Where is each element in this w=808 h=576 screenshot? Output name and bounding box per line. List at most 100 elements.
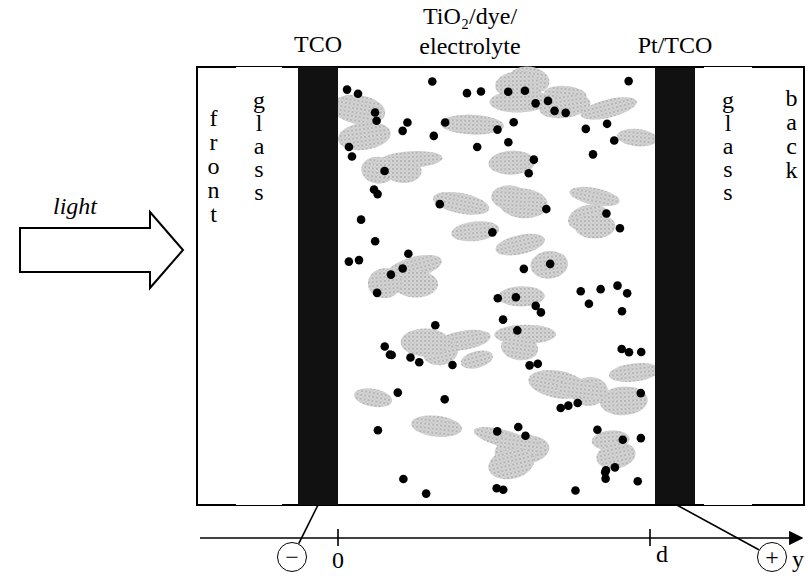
electrolyte-dot (534, 360, 543, 369)
electrolyte-dot (573, 399, 582, 408)
tio2-particle (490, 184, 530, 211)
tio2-particle (353, 386, 394, 410)
electrolyte-dot (493, 294, 502, 303)
layer-label: TiO₂/dye/ electrolyte (395, 1, 545, 61)
tio2-particle (400, 328, 450, 357)
tio2-particle (608, 361, 661, 385)
tio2-particle (410, 413, 463, 440)
light-label: light (53, 192, 97, 220)
electrolyte-dot (564, 401, 573, 410)
electrolyte-dot (637, 434, 646, 443)
electrolyte-dot (429, 132, 438, 141)
electrolyte-dot (602, 209, 611, 218)
electrolyte-dot (357, 215, 366, 224)
electrolyte-dot (618, 435, 627, 444)
axis-origin: 0 (332, 546, 344, 574)
electrolyte-dot (355, 256, 364, 265)
tio2-particle (450, 219, 500, 244)
tio2-particle (594, 439, 638, 472)
axis-tick (337, 529, 339, 546)
electrolyte-dot (373, 289, 382, 298)
electrolyte-dot (521, 431, 530, 440)
electrolyte-dot (441, 118, 450, 127)
tio2-particle (373, 156, 416, 179)
electrolyte-dot (371, 237, 380, 246)
tio2-particle (459, 347, 495, 372)
terminal-wire (299, 505, 318, 544)
tco-layer: TCO (298, 67, 338, 505)
tio2-particle (440, 113, 504, 135)
terminal-sign: − (285, 545, 299, 569)
electrolyte-dot (637, 348, 646, 357)
electrolyte-dot (463, 89, 472, 98)
tio2-particle (579, 93, 639, 125)
tio2-particle (547, 92, 585, 117)
tio2-particle (367, 267, 404, 300)
electrolyte-dot (512, 293, 521, 302)
layer-label: glass (252, 89, 267, 204)
electrolyte-dot (514, 423, 523, 432)
electrolyte-dot (428, 77, 437, 86)
electrolyte-dot (542, 205, 551, 214)
electrolyte-dot (530, 155, 539, 164)
electrolyte-dot (624, 77, 633, 86)
electrolyte-dot (493, 427, 502, 436)
electrolyte-dot (561, 109, 570, 118)
tio2-particle (431, 188, 491, 219)
side-label: back (784, 86, 799, 182)
electrolyte-dot (617, 345, 626, 354)
electrolyte-dot (546, 260, 555, 269)
electrolyte-dot (571, 486, 580, 495)
axis-name: y (792, 545, 804, 573)
tio2-particle (555, 378, 605, 401)
electrolyte-dot (611, 463, 620, 472)
electrolyte-dot (581, 125, 590, 134)
electrolyte-dot (415, 358, 424, 367)
electrolyte-dot (348, 152, 357, 161)
layer-label: glass (721, 89, 736, 204)
back-glass: glass (704, 67, 752, 505)
electrolyte-dot (520, 265, 529, 274)
electrolyte-dot (521, 86, 530, 95)
electrolyte-dot (404, 249, 413, 258)
tio2-particle (485, 444, 537, 483)
tio2-particle (495, 71, 541, 100)
electrolyte-dot (618, 307, 627, 316)
tio2-particle (529, 249, 569, 281)
electrolyte-dot (531, 99, 540, 108)
electrolyte-dot (399, 475, 408, 484)
electrolyte-dot (448, 361, 457, 370)
light-arrow (20, 212, 183, 288)
electrolyte-dot (576, 287, 585, 296)
y-axis (200, 537, 802, 539)
electrolyte-dot (354, 89, 363, 98)
layer-label: TCO (294, 30, 342, 58)
electrolyte-dot (550, 107, 559, 116)
electrolyte-dot (343, 85, 352, 94)
electrolyte-dot (544, 97, 553, 106)
tio2-particle (499, 333, 539, 362)
electrolyte-dot (387, 270, 396, 279)
electrolyte-dot (499, 315, 508, 324)
electrolyte-dot (537, 308, 546, 317)
front-glass: glass (236, 67, 282, 505)
electrolyte-dot (387, 351, 396, 360)
electrolyte-dot (488, 228, 497, 237)
electrolyte-dot (406, 353, 415, 362)
electrolyte-dot (345, 143, 354, 152)
axis-tick-label: d (656, 540, 668, 568)
tio2-particles (330, 64, 661, 498)
axis-tick (649, 529, 651, 546)
electrolyte-dot (504, 138, 513, 147)
electrolyte-dot (625, 348, 634, 357)
electrolyte-dot (633, 477, 642, 486)
tio2-particle (616, 127, 658, 148)
electrolyte-dot (477, 87, 486, 96)
electrolyte-dot (435, 200, 444, 209)
electrolyte-dot (525, 361, 534, 370)
side-label: front (206, 106, 221, 226)
electrolyte-dot (373, 190, 382, 199)
electrolyte-dot (596, 285, 605, 294)
tio2-particle (336, 119, 392, 153)
electrolyte-dot (623, 289, 632, 298)
